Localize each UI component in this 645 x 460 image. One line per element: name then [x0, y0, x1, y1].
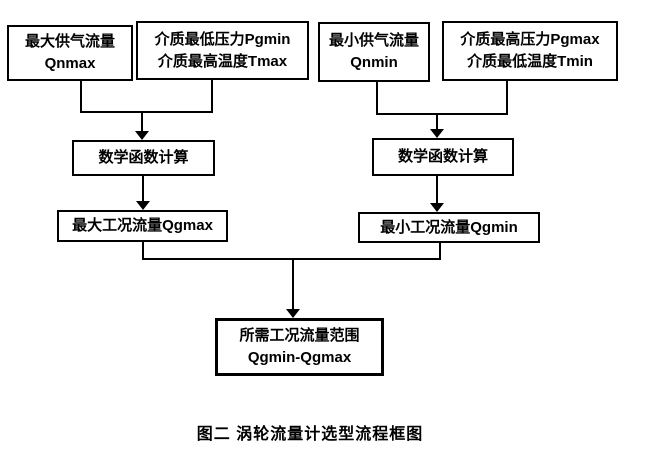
connector-right-drop1 — [376, 82, 378, 115]
box-math-calc-right: 数学函数计算 — [372, 138, 514, 176]
box-max-pressure-min-temp: 介质最高压力Pgmax 介质最低温度Tmin — [442, 21, 618, 81]
merge-arrow-shaft — [292, 260, 294, 310]
box-min-working-flow-label: 最小工况流量Qgmin — [380, 218, 518, 236]
merge-drop-left — [142, 242, 144, 260]
box-min-supply-flow-line2: Qnmin — [350, 54, 398, 71]
box-min-supply-flow-line1: 最小供气流量 — [328, 32, 419, 50]
connector-left-drop2 — [211, 80, 213, 113]
connector-right-arrow-shaft — [436, 115, 438, 131]
arrow-down-icon — [135, 131, 149, 140]
arrow-down-icon — [430, 129, 444, 138]
connector-left-arrow-shaft — [141, 113, 143, 133]
connector-left-horizontal — [80, 111, 213, 113]
box-min-pressure-max-temp: 介质最低压力Pgmin 介质最高温度Tmax — [136, 21, 309, 80]
box-max-working-flow-label: 最大工况流量Qgmax — [72, 217, 213, 235]
box-max-supply-flow: 最大供气流量 Qnmax — [7, 25, 133, 81]
box-required-flow-range: 所需工况流量范围 Qgmin-Qgmax — [215, 318, 384, 376]
connector-left-drop1 — [80, 81, 82, 113]
box-min-working-flow: 最小工况流量Qgmin — [358, 212, 540, 243]
box-required-flow-range-line1: 所需工况流量范围 — [239, 327, 360, 345]
box-max-pressure-line: 介质最高压力Pgmax — [460, 31, 600, 49]
box-max-temp-line: 介质最高温度Tmax — [157, 52, 288, 70]
box-math-calc-left-label: 数学函数计算 — [98, 149, 189, 167]
box-math-calc-left: 数学函数计算 — [72, 140, 215, 176]
box-required-flow-range-line2: Qgmin-Qgmax — [247, 349, 352, 366]
box-max-working-flow: 最大工况流量Qgmax — [57, 210, 228, 242]
box-min-supply-flow: 最小供气流量 Qnmin — [318, 22, 430, 82]
connector-right-drop2 — [506, 81, 508, 115]
box-min-temp-line: 介质最低温度Tmin — [467, 53, 593, 70]
merge-drop-right — [439, 243, 441, 260]
arrow-down-icon — [430, 203, 444, 212]
box-max-supply-flow-line1: 最大供气流量 — [24, 33, 115, 51]
box-math-calc-right-label: 数学函数计算 — [397, 148, 488, 166]
arrow-calc-left-shaft — [142, 176, 144, 202]
arrow-down-icon — [286, 309, 300, 318]
merge-horizontal — [142, 258, 441, 260]
box-max-supply-flow-line2: Qnmax — [44, 55, 96, 72]
connector-right-horizontal — [376, 113, 508, 115]
box-min-pressure-line: 介质最低压力Pgmin — [154, 30, 291, 48]
arrow-down-icon — [136, 201, 150, 210]
arrow-calc-right-shaft — [436, 176, 438, 204]
figure-caption: 图二 涡轮流量计选型流程框图 — [196, 426, 424, 443]
